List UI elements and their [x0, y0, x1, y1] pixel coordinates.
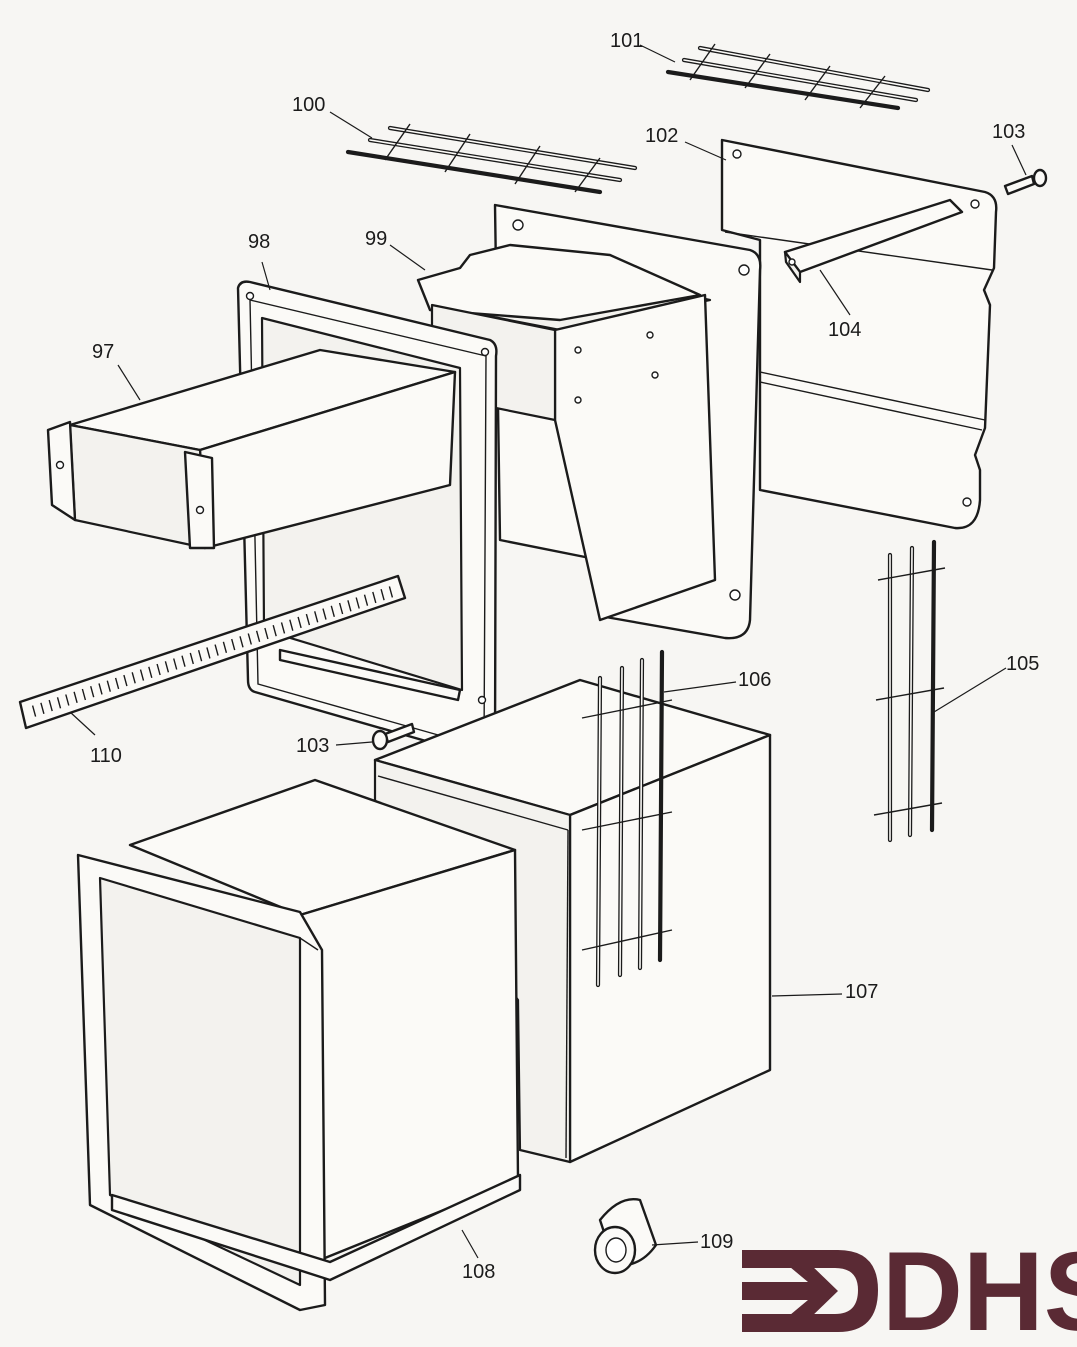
leader-lines [69, 44, 1027, 1259]
part-106-wire-grille [581, 649, 673, 988]
label-105: 105 [1006, 653, 1039, 675]
label-104: 104 [828, 319, 861, 341]
part-101-wire-grille [665, 43, 931, 111]
label-102: 102 [645, 125, 678, 147]
label-107: 107 [845, 981, 878, 1003]
label-110: 110 [90, 745, 122, 767]
logo-text: DHS [882, 1229, 1077, 1347]
label-100: 100 [292, 94, 325, 116]
label-103-top: 103 [992, 121, 1025, 143]
label-108: 108 [462, 1261, 495, 1283]
part-110-slotted-strip [18, 574, 407, 730]
part-109-tape-roll [593, 1198, 658, 1275]
part-97-duct [46, 348, 457, 550]
part-102-back-plate [720, 138, 998, 530]
label-99: 99 [365, 228, 387, 250]
label-103-bottom: 103 [296, 735, 329, 757]
dhs-logo: DHS [742, 1229, 1077, 1347]
part-105-wire-grille [873, 539, 946, 843]
part-103-screw-bottom [371, 722, 416, 751]
logo-arrow-icon [742, 1250, 878, 1332]
label-109: 109 [700, 1231, 733, 1253]
label-98: 98 [248, 231, 270, 253]
part-108-sleeve [76, 778, 522, 1312]
label-97: 97 [92, 341, 114, 363]
part-103-screw-top [1003, 168, 1048, 196]
part-104-bracket [783, 198, 964, 284]
part-100-wire-grille [345, 123, 638, 195]
label-101: 101 [610, 30, 643, 52]
label-106: 106 [738, 669, 771, 691]
callout-labels: 101 100 102 103 104 99 98 97 110 103 105… [90, 30, 1039, 1283]
